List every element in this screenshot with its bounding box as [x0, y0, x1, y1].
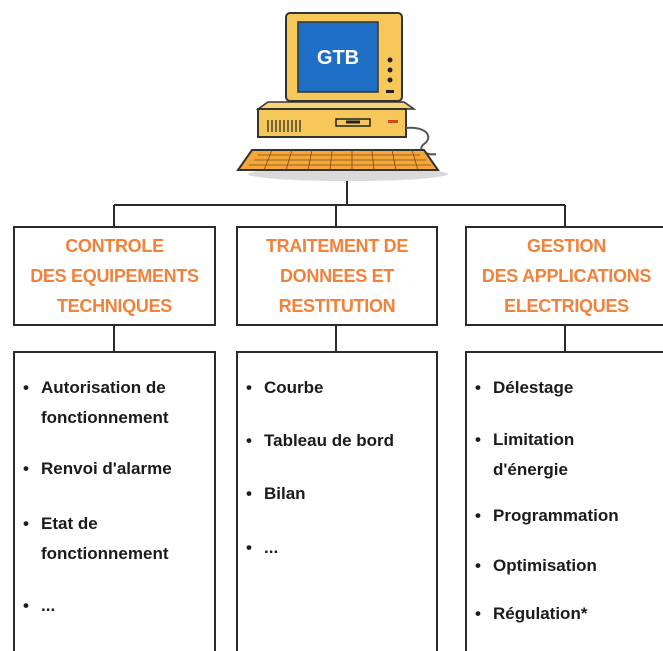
bullet-icon: • — [246, 431, 252, 450]
list-item: • Optimisation — [475, 551, 597, 581]
header-line: DONNEES ET — [279, 266, 395, 286]
bullet-icon: • — [475, 604, 481, 623]
list-item-text: Bilan — [264, 484, 306, 503]
bullet-icon: • — [23, 596, 29, 615]
list-item: • Programmation — [475, 501, 619, 531]
cpu-led — [388, 120, 398, 123]
item-list-traitement: • Courbe • Tableau de bord • Bilan • ... — [236, 351, 438, 651]
list-item-text: ... — [264, 538, 279, 557]
cpu-case — [257, 108, 407, 138]
header-line: DES EQUIPEMENTS — [30, 266, 199, 286]
monitor-button-icon — [387, 57, 393, 63]
list-item-text: Programmation — [493, 506, 619, 525]
bullet-icon: • — [475, 430, 481, 449]
computer-illustration: GTB — [236, 12, 448, 181]
header-line: DES APPLICATIONS — [481, 266, 652, 286]
cpu-case-top — [255, 101, 417, 110]
list-item: • Régulation* — [475, 599, 587, 629]
category-header-gestion: GESTION DES APPLICATIONS ELECTRIQUES — [465, 226, 663, 326]
monitor-led — [386, 90, 394, 93]
bullet-icon: • — [23, 378, 29, 397]
list-item: • Autorisation de fonctionnement — [23, 373, 169, 433]
item-list-gestion: • Délestage • Limitation d'énergie • Pro… — [465, 351, 663, 651]
header-line: GESTION — [527, 236, 606, 256]
category-header-controle: CONTROLE DES EQUIPEMENTS TECHNIQUES — [13, 226, 216, 326]
list-item-text: Optimisation — [493, 556, 597, 575]
list-item: • Bilan — [246, 479, 306, 509]
list-item: • Courbe — [246, 373, 324, 403]
list-item-text: Autorisation de fonctionnement — [41, 378, 169, 427]
list-item: • ... — [246, 533, 278, 563]
item-list-controle: • Autorisation de fonctionnement • Renvo… — [13, 351, 216, 651]
list-item-text: Renvoi d'alarme — [41, 459, 172, 478]
monitor-button-icon — [387, 77, 393, 83]
list-item: • Délestage — [475, 373, 573, 403]
list-item-text: Courbe — [264, 378, 324, 397]
bullet-icon: • — [246, 378, 252, 397]
bullet-icon: • — [475, 556, 481, 575]
header-line: ELECTRIQUES — [504, 296, 629, 316]
monitor-screen — [297, 21, 379, 93]
list-item-text: Tableau de bord — [264, 431, 395, 450]
category-header-traitement: TRAITEMENT DE DONNEES ET RESTITUTION — [236, 226, 438, 326]
header-line: TECHNIQUES — [56, 296, 172, 316]
list-item: • Etat de fonctionnement — [23, 509, 169, 569]
header-line: RESTITUTION — [278, 296, 396, 316]
bullet-icon: • — [23, 459, 29, 478]
list-item-text: Etat de fonctionnement — [41, 514, 169, 563]
list-item-text: Limitation d'énergie — [493, 430, 575, 479]
header-line: CONTROLE — [65, 236, 164, 256]
bullet-icon: • — [23, 514, 29, 533]
monitor-button-icon — [387, 67, 393, 73]
screen-label: GTB — [317, 47, 359, 69]
list-item: • Renvoi d'alarme — [23, 454, 172, 484]
list-item: • ... — [23, 591, 55, 621]
list-item-text: Régulation* — [493, 604, 588, 623]
header-line: TRAITEMENT DE — [265, 236, 409, 256]
list-item: • Tableau de bord — [246, 426, 394, 456]
bullet-icon: • — [475, 506, 481, 525]
connector-lines — [113, 178, 566, 352]
bullet-icon: • — [246, 538, 252, 557]
list-item-text: ... — [41, 596, 56, 615]
bullet-icon: • — [475, 378, 481, 397]
list-item-text: Délestage — [493, 378, 574, 397]
keyboard-cable — [405, 126, 437, 156]
list-item: • Limitation d'énergie — [475, 425, 574, 485]
bullet-icon: • — [246, 484, 252, 503]
